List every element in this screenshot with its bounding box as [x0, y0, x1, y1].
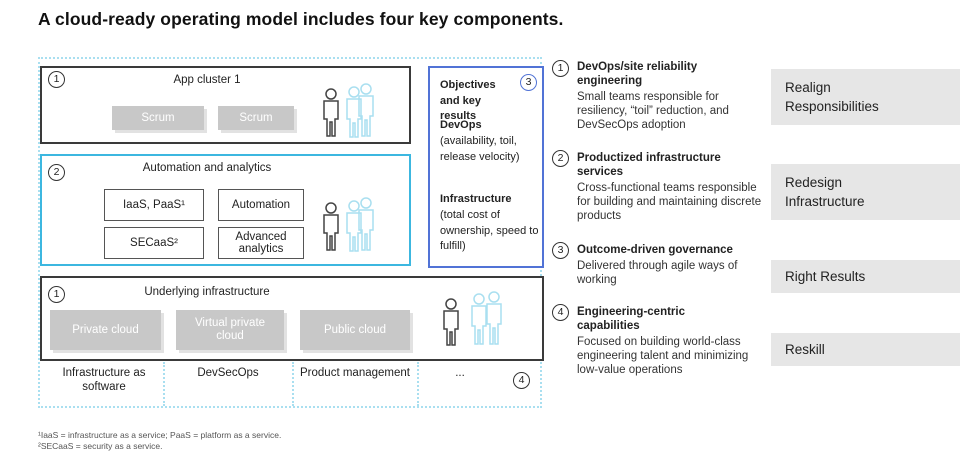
scrum-button: Scrum: [218, 106, 294, 130]
label-devsecops: DevSecOps: [197, 367, 259, 379]
column-divider: [292, 362, 294, 406]
component-desc: Cross-functional teams responsible for b…: [577, 182, 762, 222]
automation-title: Automation and analytics: [142, 162, 272, 174]
component-desc: Delivered through agile ways of working: [577, 260, 738, 286]
okr-infra-title: Infrastructure: [440, 193, 512, 205]
right-label-text: Right Results: [785, 269, 866, 284]
public-cloud-button: Public cloud: [300, 310, 410, 350]
label-infrastructure-as-software: Infrastructure as software: [62, 367, 146, 393]
iaas-paas-button: IaaS, PaaS¹: [104, 189, 204, 221]
team-people-icon: [323, 197, 374, 252]
infrastructure-box: 1 Underlying infrastructure Private clou…: [40, 276, 544, 361]
okr-box: 3 Objectives and key results DevOps (ava…: [428, 66, 544, 268]
number-badge: 1: [48, 286, 65, 303]
okr-devops-title: DevOps: [440, 119, 482, 131]
label-product-management: Product management: [300, 367, 410, 379]
component-desc: Small teams responsible for resiliency, …: [577, 91, 729, 131]
automation-box: 2 Automation and analytics IaaS, PaaS¹ A…: [40, 154, 411, 266]
right-label-text: Reskill: [785, 342, 825, 357]
okr-heading: Objectives and key results: [440, 79, 496, 122]
component-number: 1: [552, 60, 569, 77]
number-badge: 1: [48, 71, 65, 88]
footnote: ¹IaaS = infrastructure as a service; Paa…: [38, 430, 282, 440]
app-cluster-title: App cluster 1: [173, 74, 241, 86]
app-cluster-box: 1 App cluster 1 Scrum Scrum: [40, 66, 411, 144]
virtual-private-cloud-button: Virtual private cloud: [176, 310, 284, 350]
component-number: 2: [552, 150, 569, 167]
column-divider: [417, 362, 419, 406]
private-cloud-button: Private cloud: [50, 310, 161, 350]
right-label-text: Realign Responsibilities: [785, 80, 879, 114]
component-desc: Focused on building world-class engineer…: [577, 336, 749, 376]
number-badge: 2: [48, 164, 65, 181]
component-title: Productized infrastructure services: [577, 152, 721, 178]
right-label-text: Redesign Infrastructure: [785, 175, 865, 209]
team-people-icon: [323, 83, 374, 138]
infrastructure-title: Underlying infrastructure: [144, 286, 270, 298]
component-title: DevOps/site reliability engineering: [577, 61, 698, 87]
advanced-analytics-button: Advanced analytics: [218, 227, 304, 259]
secaas-button: SECaaS²: [104, 227, 204, 259]
footnote: ²SECaaS = security as a service.: [38, 441, 163, 451]
okr-infra-desc: (total cost of ownership, speed to fulfi…: [440, 209, 539, 252]
okr-devops-desc: (availability, toil, release velocity): [440, 135, 520, 163]
label-reskill: Reskill: [771, 333, 960, 366]
label-right-results: Right Results: [771, 260, 960, 293]
label-ellipsis: ...: [455, 367, 465, 379]
number-badge: 3: [520, 74, 537, 91]
column-divider: [163, 362, 165, 406]
component-number: 3: [552, 242, 569, 259]
component-title: Outcome-driven governance: [577, 244, 733, 256]
label-redesign-infrastructure: Redesign Infrastructure: [771, 164, 960, 220]
component-number: 4: [552, 304, 569, 321]
team-people-icon: [443, 291, 502, 346]
page-title: A cloud-ready operating model includes f…: [38, 9, 564, 29]
automation-button: Automation: [218, 189, 304, 221]
scrum-button: Scrum: [112, 106, 204, 130]
number-badge: 4: [513, 372, 530, 389]
component-title: Engineering-centric capabilities: [577, 306, 685, 332]
label-realign-responsibilities: Realign Responsibilities: [771, 69, 960, 125]
